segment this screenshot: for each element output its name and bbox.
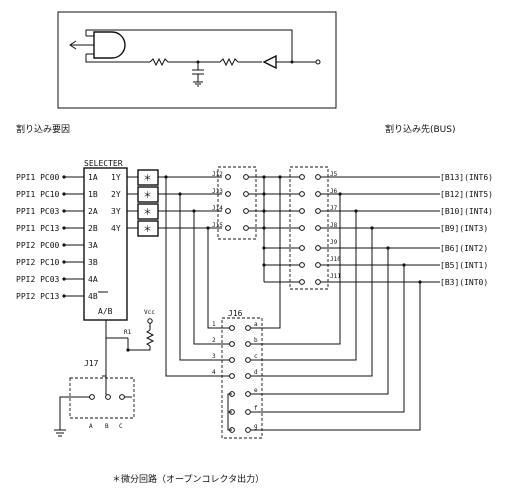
j16-pin: g bbox=[254, 423, 258, 430]
output-pin: 3Y bbox=[111, 207, 121, 216]
j16-feed-wires: 1 2 3 4 bbox=[165, 177, 230, 377]
selecter-outputs: 1Y 2Y 3Y 4Y bbox=[111, 173, 138, 233]
output-pin: 4Y bbox=[111, 224, 121, 233]
diff-mark: ＊ bbox=[143, 208, 152, 218]
j16-row: 1 bbox=[212, 321, 216, 328]
vcc-label: Vcc bbox=[144, 309, 155, 316]
ab-label: A/B bbox=[98, 307, 113, 316]
input-row: PPI2 PC10 3B bbox=[16, 258, 98, 267]
source-heading: 割り込み要因 bbox=[16, 123, 70, 135]
r1-label: R1 bbox=[124, 329, 132, 336]
j16-pin: a bbox=[254, 321, 258, 328]
input-row: PPI2 PC03 4A bbox=[16, 275, 98, 284]
jumper-j16: J16 a b c d e f g bbox=[221, 309, 263, 439]
input-pin: 4B bbox=[88, 292, 98, 301]
jumper-label: J14 bbox=[212, 205, 223, 212]
bus-label: [B13](INT6) bbox=[440, 173, 493, 182]
input-name: PPI2 PC13 bbox=[16, 292, 60, 301]
input-pin: 3A bbox=[88, 241, 98, 250]
diff-mark: ＊ bbox=[143, 225, 152, 235]
bus-destinations: [B13](INT6) [B12](INT5) [B10](INT4) [B9]… bbox=[440, 173, 493, 287]
input-name: PPI1 PC10 bbox=[16, 190, 60, 199]
selecter-inputs: PPI1 PC00 1A PPI1 PC10 1B PPI1 PC03 2A P… bbox=[16, 173, 98, 301]
jumper-label: J7 bbox=[330, 205, 338, 212]
j16-pin: d bbox=[254, 369, 258, 376]
input-row: PPI1 PC03 2A bbox=[16, 207, 98, 216]
j16-output-wires bbox=[251, 175, 422, 431]
input-pin: 1B bbox=[88, 190, 98, 199]
j17-pin: B bbox=[105, 423, 109, 430]
input-name: PPI2 PC00 bbox=[16, 241, 60, 250]
bus-label: [B6](INT2) bbox=[440, 244, 488, 253]
input-pin: 4A bbox=[88, 275, 98, 284]
differentiator-boxes: ＊ ＊ ＊ ＊ bbox=[137, 169, 222, 237]
bus-label: [B9](INT3) bbox=[440, 224, 488, 233]
differentiator-inset bbox=[57, 11, 337, 109]
j16-row: 4 bbox=[212, 369, 216, 376]
jumper-label: J13 bbox=[212, 188, 223, 195]
j17-pin: A bbox=[89, 423, 93, 430]
input-row: PPI1 PC13 2B bbox=[16, 224, 98, 233]
jumper-label: J8 bbox=[330, 222, 338, 229]
jumper-j17: J17 A B C bbox=[54, 338, 135, 437]
bus-label: [B3](INT0) bbox=[440, 278, 488, 287]
jumper-label: J11 bbox=[330, 273, 341, 280]
bus-label: [B5](INT1) bbox=[440, 261, 488, 270]
input-name: PPI1 PC13 bbox=[16, 224, 60, 233]
input-pin: 2A bbox=[88, 207, 98, 216]
footnote: ＊微分回路（オープンコレクタ出力） bbox=[112, 473, 264, 485]
j16-pin: f bbox=[254, 405, 258, 412]
jumper-label: J10 bbox=[330, 256, 341, 263]
input-name: PPI1 PC03 bbox=[16, 207, 60, 216]
diff-mark: ＊ bbox=[143, 174, 152, 184]
selecter-ic: SELECTER A/B bbox=[83, 159, 128, 339]
input-row: PPI2 PC00 3A bbox=[16, 241, 98, 250]
j16-row: 3 bbox=[212, 353, 216, 360]
j17-pin: C bbox=[119, 423, 123, 430]
pullup-resistor: Vcc R1 bbox=[124, 309, 155, 352]
jumper-label: J6 bbox=[330, 188, 338, 195]
input-pin: 2B bbox=[88, 224, 98, 233]
jumper-block-left: J12 J13 J14 J15 bbox=[212, 166, 300, 283]
j17-label: J17 bbox=[84, 359, 99, 368]
input-row: PPI1 PC10 1B bbox=[16, 190, 98, 199]
jumper-label: J12 bbox=[212, 171, 223, 178]
input-pin: 1A bbox=[88, 173, 98, 182]
destination-heading: 割り込み先(BUS) bbox=[385, 123, 456, 135]
output-pin: 2Y bbox=[111, 190, 121, 199]
jumper-label: J15 bbox=[212, 222, 223, 229]
j16-pin: b bbox=[254, 337, 258, 344]
diff-mark: ＊ bbox=[143, 191, 152, 201]
jumper-block-right: J5 J6 J7 J8 J9 J10 J11 bbox=[289, 166, 440, 290]
j16-label: J16 bbox=[228, 309, 243, 318]
j16-row: 2 bbox=[212, 337, 216, 344]
input-name: PPI1 PC00 bbox=[16, 173, 60, 182]
input-pin: 3B bbox=[88, 258, 98, 267]
input-row: PPI1 PC00 1A bbox=[16, 173, 98, 182]
bus-label: [B12](INT5) bbox=[440, 190, 493, 199]
bus-label: [B10](INT4) bbox=[440, 207, 493, 216]
output-pin: 1Y bbox=[111, 173, 121, 182]
jumper-label: J5 bbox=[330, 171, 338, 178]
input-name: PPI2 PC03 bbox=[16, 275, 60, 284]
j16-pin: c bbox=[254, 353, 258, 360]
j16-pin: e bbox=[254, 387, 258, 394]
jumper-label: J9 bbox=[330, 239, 338, 246]
input-row: PPI2 PC13 4B bbox=[16, 292, 98, 301]
input-name: PPI2 PC10 bbox=[16, 258, 60, 267]
selecter-label: SELECTER bbox=[84, 159, 123, 168]
